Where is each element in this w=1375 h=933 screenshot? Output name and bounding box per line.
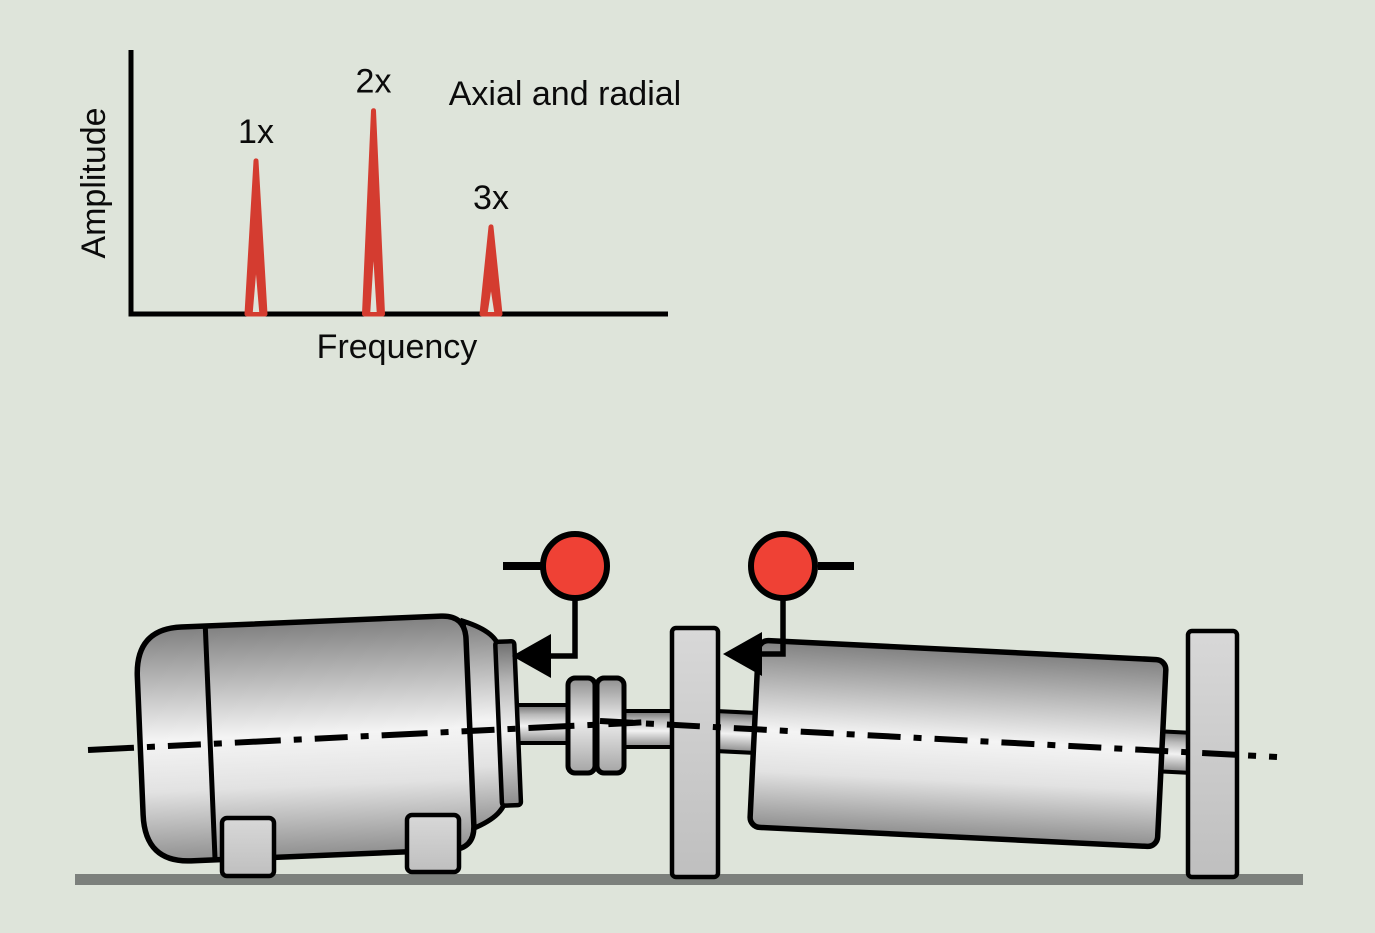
spectrum-chart: 1x 2x 3x Frequency Amplitude Axial and rad… — [75, 50, 681, 366]
vibration-sensor-1 — [503, 531, 610, 678]
vibration-sensor-2 — [723, 531, 854, 676]
arrowhead-icon — [512, 634, 551, 678]
machine-centerline — [599, 718, 1278, 760]
arrowhead-icon — [723, 632, 762, 676]
spectrum-peak-1x — [244, 158, 268, 317]
sensor-stem — [551, 597, 578, 659]
chart-annotation: Axial and radial — [449, 75, 681, 113]
y-axis-label: Amplitude — [75, 107, 113, 258]
spectrum-peak-notch — [487, 291, 495, 312]
motor-endcap-seam — [202, 627, 218, 858]
machine-diagram — [75, 531, 1303, 885]
vibration-sensor-icon — [748, 531, 818, 601]
ground-line — [75, 874, 1303, 885]
sensor-stem — [760, 597, 786, 657]
driven-roll — [747, 637, 1169, 850]
motor-foot-front — [404, 812, 462, 875]
spectrum-peaks: 1x 2x 3x — [238, 63, 509, 317]
spectrum-peak-3x — [479, 224, 503, 317]
peak-label-2x: 2x — [356, 63, 392, 101]
spectrum-peak-notch — [370, 261, 377, 312]
motor — [134, 613, 524, 864]
spectrum-peak-2x — [362, 108, 385, 317]
x-axis-label: Frequency — [317, 328, 478, 366]
motor-foot-rear — [219, 815, 277, 879]
motor-body — [134, 613, 477, 864]
peak-label-3x: 3x — [473, 179, 509, 217]
motor-shaft-flange — [493, 638, 524, 808]
motor-centerline — [87, 719, 651, 753]
peak-label-1x: 1x — [238, 113, 274, 151]
spectrum-peak-notch — [252, 274, 260, 312]
vibration-sensor-icon — [540, 531, 610, 601]
bearing-pedestal-inboard — [669, 625, 721, 880]
